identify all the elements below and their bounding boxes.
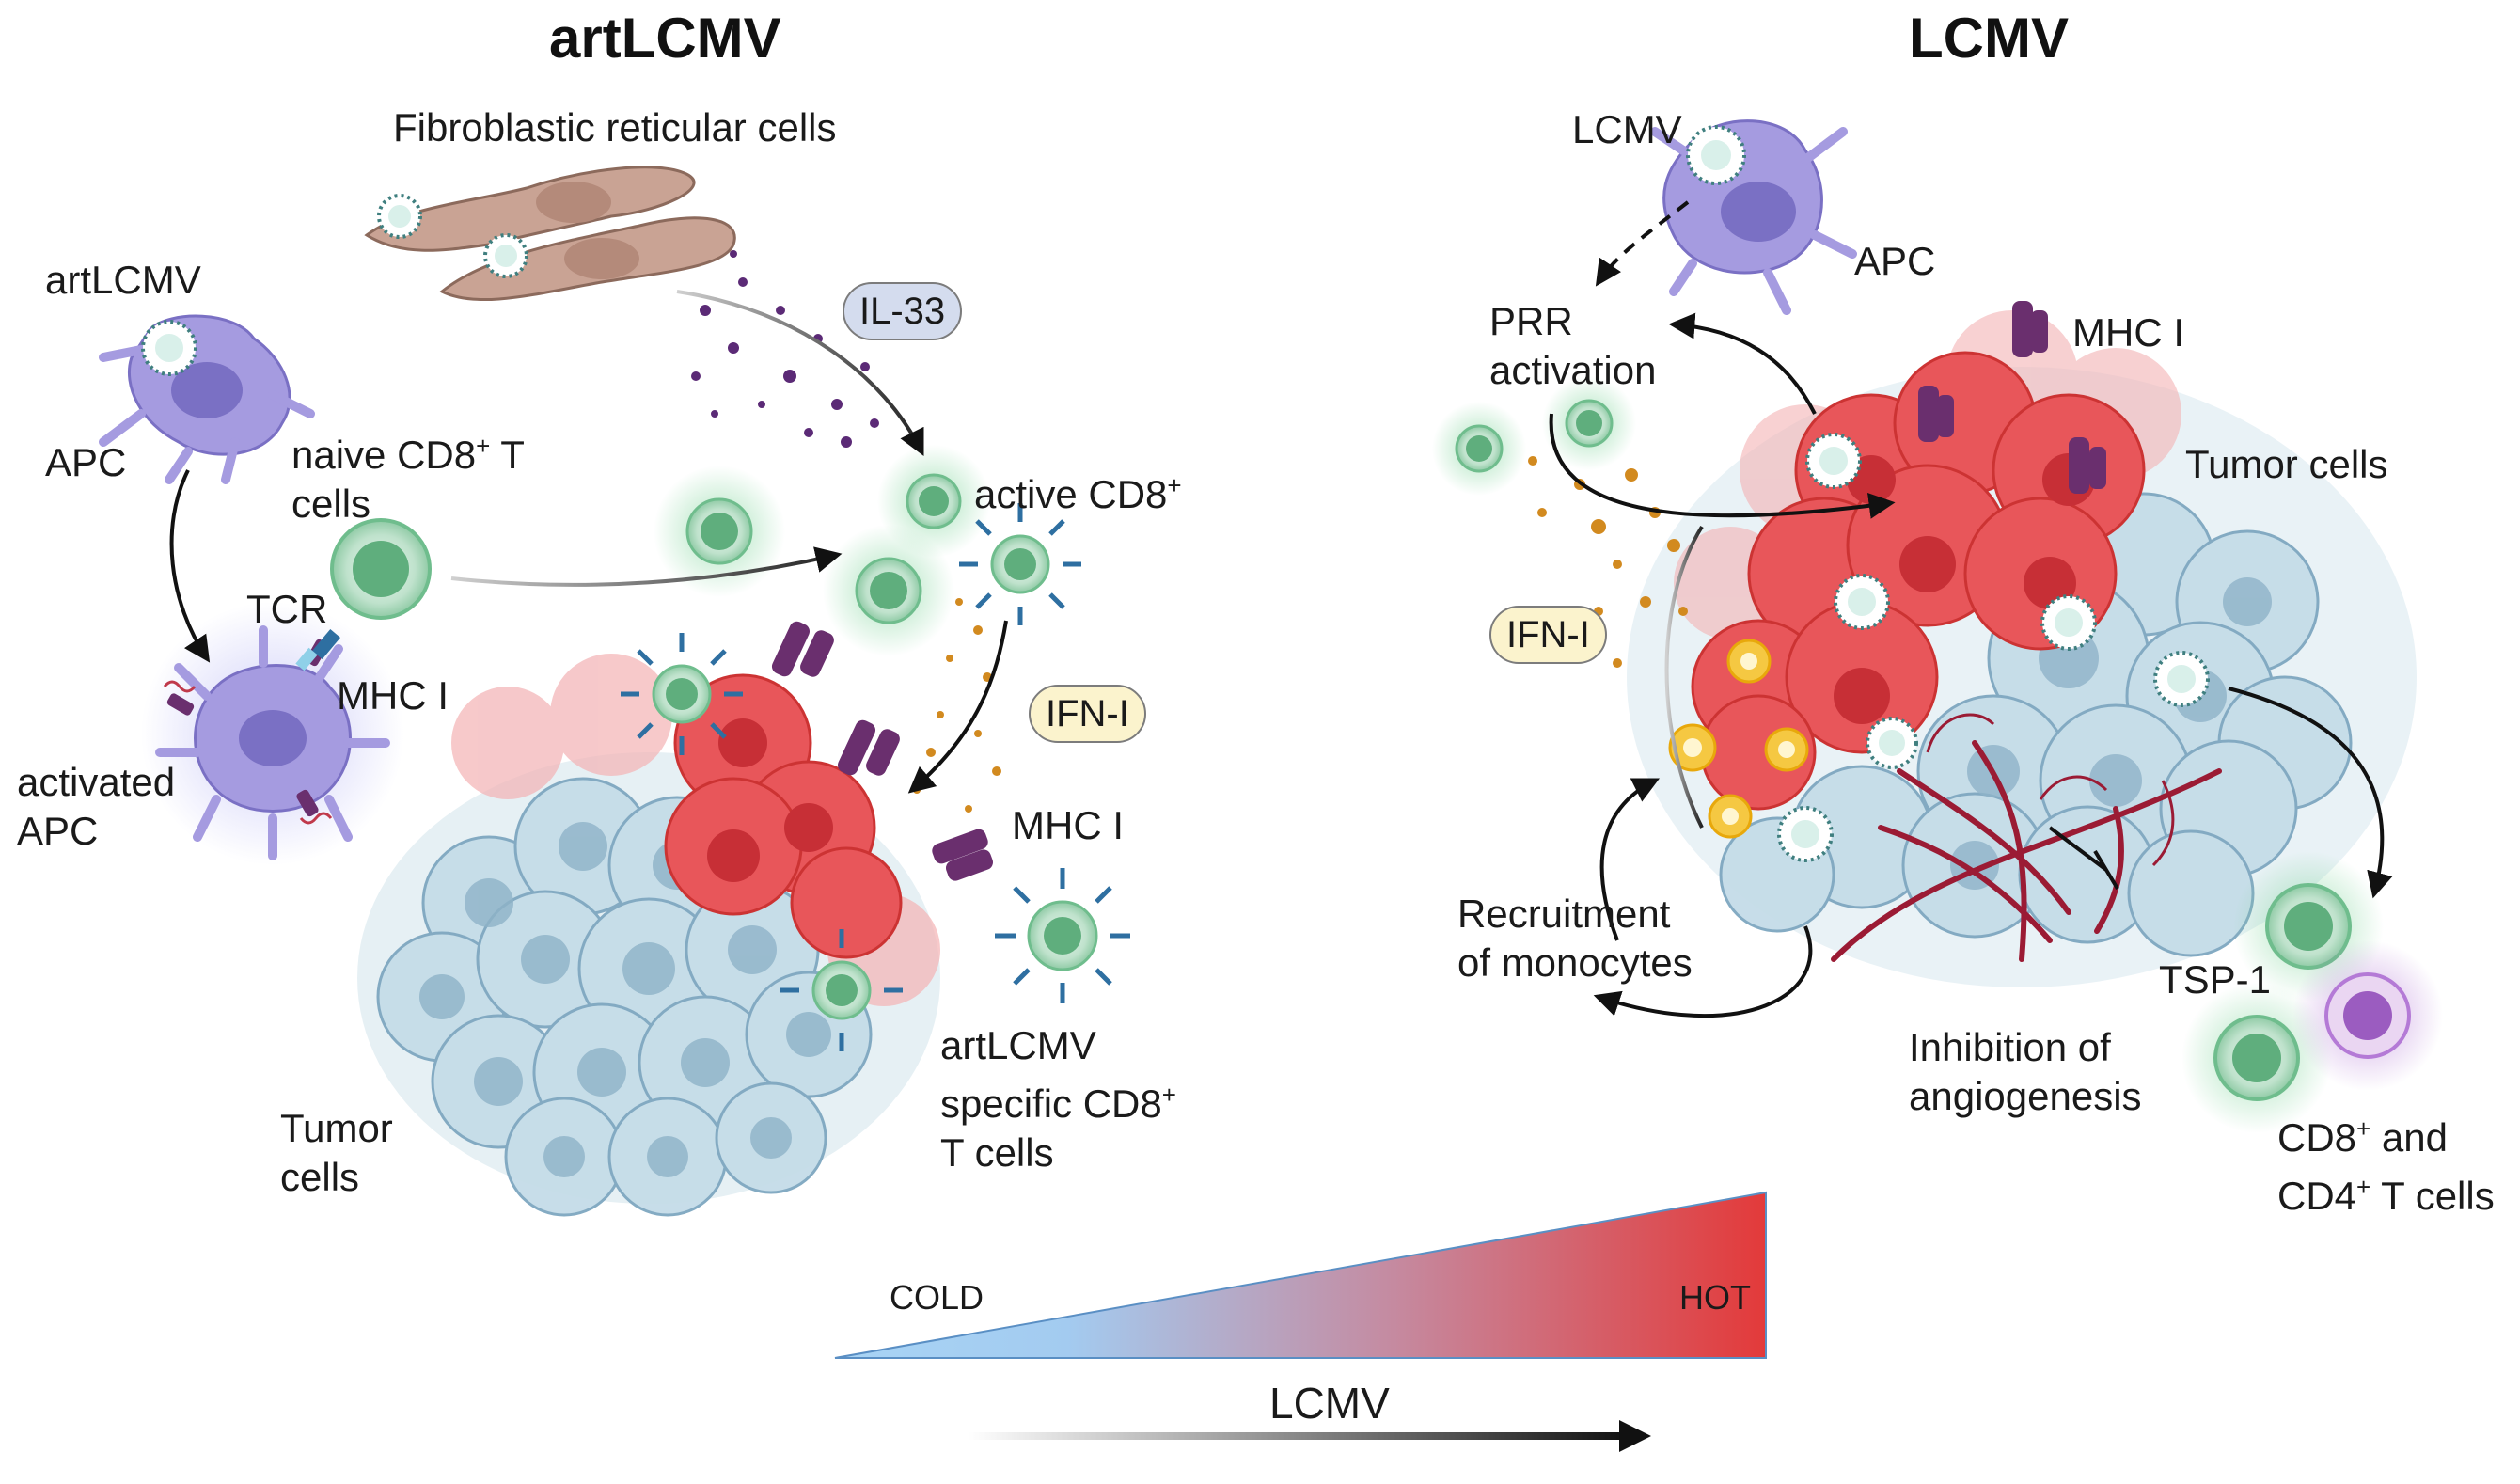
prr-activation-label: PRR activation [1489,297,1656,395]
ifn-right-pill: IFN-I [1489,606,1607,664]
lcmv-gradient-arrow [969,1420,1651,1452]
left-red-tumor-cells [451,654,940,1006]
recruitment-label: Recruitment of monocytes [1457,890,1693,987]
tumor-line2: cells [280,1155,360,1199]
apc-icon [1650,119,1857,315]
virus-icon [483,233,528,278]
virus-icon [141,320,197,376]
cold-hot-gradient [834,1191,1767,1359]
t-cell-icon [2181,851,2443,1133]
hot-label: HOT [1679,1278,1751,1317]
t-cell-icon [1432,376,1636,496]
frc-label: Fibroblastic reticular cells [393,105,837,150]
il33-dots [691,250,879,448]
left-panel-title: artLCMV [549,7,781,70]
specific-line1: artLCMV [940,1023,1096,1067]
right-arrows [1549,200,2393,1018]
tcells-sup2: + [2356,1173,2371,1201]
tumor-line1: Tumor [280,1106,393,1150]
ifn-dots-right [1528,456,1688,668]
tsp1-label: TSP-1 [2159,957,2272,1002]
prr-line1: PRR [1489,299,1573,343]
mhc-tumor-label: MHC I [1012,803,1124,847]
virus-icon [377,194,422,239]
right-apc-label: APC [1854,239,1936,283]
tcells-line1a: CD8 [2277,1115,2357,1160]
active-cd8-sup: + [1167,471,1182,499]
angio-line2: angiogenesis [1909,1074,2142,1118]
virus-cores [1791,447,2196,848]
fibroblastic-reticular-cells [364,166,736,302]
mhc-receptor-icon [1918,301,2106,494]
right-mhc-label: MHC I [2072,310,2184,355]
blood-vessel-icon [1831,740,2222,962]
mhc-left-label: MHC I [337,673,449,718]
tcells-line1b: and [2370,1115,2448,1160]
naive-cd8-sup: + [476,432,491,460]
cold-label: COLD [890,1278,984,1317]
naive-cd8-label: naive CD8+ T cells [291,421,525,529]
artlcmv-label: artLCMV [45,258,201,302]
blood-vessel-icon [1926,713,2175,867]
il33-pill: IL-33 [843,282,963,340]
activated-apc-icon [141,602,404,865]
angio-line1: Inhibition of [1909,1025,2111,1069]
ifn-left-pill: IFN-I [1029,685,1146,743]
tcells-sup1: + [2356,1114,2371,1143]
cd8-cd4-label: CD8+ and CD4+ T cells [2277,1104,2495,1221]
apc-label: APC [45,440,127,484]
activated-apc-label: activated APC [17,758,175,856]
right-tumor-label: Tumor cells [2185,442,2388,486]
tcr-label: TCR [246,587,328,631]
active-t-cells [654,445,990,656]
naive-cd8-text-b: T [490,433,525,477]
prr-line2: activation [1489,348,1657,392]
lcmv-label: LCMV [1572,107,1682,151]
artlcmv-specific-label: artLCMV specific CD8+ T cells [940,1021,1176,1177]
recruit-line2: of monocytes [1457,940,1693,985]
activated-apc-line2: APC [17,809,99,853]
mhc-receptor-icon [771,621,994,881]
lcmv-arrow-label: LCMV [1269,1379,1390,1428]
tcells-line2a: CD4 [2277,1174,2357,1218]
active-cd8-text: active CD8 [974,472,1168,516]
naive-cd8-text: naive CD8 [291,433,477,477]
active-cd8-label: active CD8+ [974,461,1182,519]
naive-t-cell-icon [295,518,432,671]
right-panel-title: LCMV [1909,7,2069,70]
monocyte-nuclei [1683,653,1795,825]
left-arrows [169,290,1008,794]
angiogenesis-label: Inhibition of angiogenesis [1909,1023,2142,1121]
naive-cd8-text-2: cells [291,482,371,526]
recruit-line1: Recruitment [1457,892,1671,936]
specific-line2: specific CD8 [940,1081,1162,1126]
apc-icon [99,314,315,484]
tcells-line2b: T cells [2370,1174,2495,1218]
activated-apc-line1: activated [17,760,176,804]
specific-line3: T cells [940,1130,1054,1175]
specific-sup: + [1161,1081,1176,1109]
specific-t-cells [621,503,1130,1051]
left-tumor-label: Tumor cells [280,1104,393,1202]
